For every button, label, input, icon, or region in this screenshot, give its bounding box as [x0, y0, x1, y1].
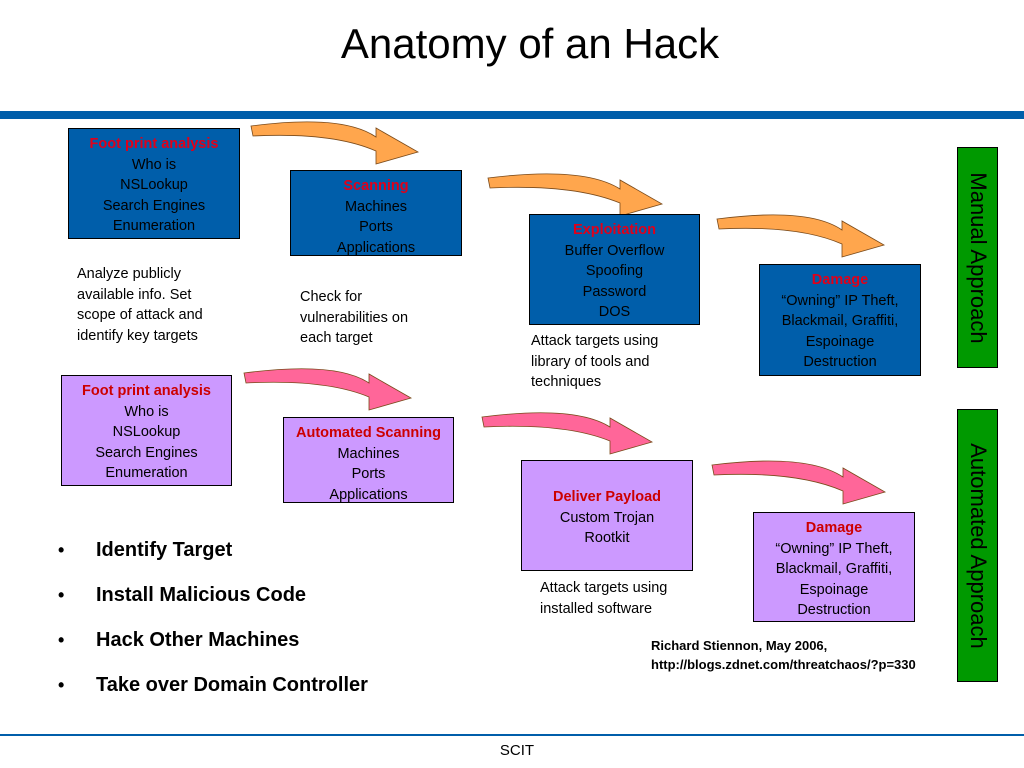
bullet-item: • Identify Target: [58, 528, 368, 573]
auto-scanning-box: Automated Scanning Machines Ports Applic…: [283, 417, 454, 503]
box-line: Applications: [329, 486, 408, 503]
slide-title: Anatomy of an Hack: [340, 20, 720, 67]
box-line: Who is: [131, 156, 177, 173]
box-line: Machines: [344, 198, 408, 215]
footprint-note: Analyze publicly available info. Set sco…: [77, 264, 203, 346]
automated-approach-label: Automated Approach: [957, 409, 998, 682]
box-line: Destruction: [803, 354, 877, 370]
bullet-dot: •: [58, 675, 65, 695]
box-line: Machines: [337, 445, 400, 462]
bullet-dot: •: [58, 630, 65, 650]
bullet-dot: •: [58, 540, 65, 560]
payload-note: Attack targets using installed software: [540, 578, 667, 619]
manual-footprint-box: Foot print analysis Who is NSLookup Sear…: [68, 128, 240, 239]
note-line: techniques: [531, 374, 602, 390]
note-line: Check for: [300, 289, 363, 305]
auto-arrow-2: [481, 412, 654, 455]
bullet-text: Install Malicious Code: [96, 584, 307, 606]
bullet-dot: •: [58, 585, 65, 605]
box-heading: Deliver Payload: [553, 489, 661, 505]
bullet-item: • Take over Domain Controller: [58, 663, 368, 708]
citation-line: Richard Stiennon, May 2006,: [651, 638, 828, 653]
bullet-item: • Hack Other Machines: [58, 618, 368, 663]
note-line: identify key targets: [77, 327, 198, 344]
manual-arrow-3: [716, 214, 886, 258]
auto-arrow-3: [711, 460, 887, 505]
manual-approach-text: Manual Approach: [965, 171, 991, 344]
box-line: “Owning” IP Theft,: [781, 292, 899, 309]
box-line: “Owning” IP Theft,: [775, 540, 893, 557]
box-line: Rootkit: [584, 530, 630, 546]
citation: Richard Stiennon, May 2006, http://blogs…: [651, 636, 916, 674]
box-heading: Foot print analysis: [89, 136, 219, 152]
box-line: Custom Trojan: [559, 509, 655, 526]
automated-approach-text: Automated Approach: [965, 442, 991, 649]
box-line: Enumeration: [105, 465, 188, 481]
box-line: Search Engines: [102, 197, 206, 214]
box-heading: Exploitation: [573, 222, 656, 238]
bullet-text: Hack Other Machines: [96, 629, 300, 651]
bullet-item: • Install Malicious Code: [58, 573, 368, 618]
title-divider-bar: [0, 111, 1024, 119]
note-line: Analyze publicly: [77, 266, 181, 282]
auto-payload-box: Deliver Payload Custom Trojan Rootkit: [521, 460, 693, 571]
note-line: each target: [300, 330, 373, 346]
box-line: Ports: [351, 466, 386, 482]
manual-exploitation-box: Exploitation Buffer Overflow Spoofing Pa…: [529, 214, 700, 325]
box-line: Password: [582, 283, 647, 300]
box-line: Buffer Overflow: [564, 242, 665, 259]
box-line: Destruction: [797, 602, 871, 618]
box-line: DOS: [598, 304, 631, 320]
footer-text: SCIT: [499, 742, 535, 759]
note-line: vulnerabilities on: [300, 309, 409, 326]
auto-footprint-box: Foot print analysis Who is NSLookup Sear…: [61, 375, 232, 486]
manual-approach-label: Manual Approach: [957, 147, 998, 368]
citation-line: http://blogs.zdnet.com/threatchaos/?p=33…: [651, 657, 916, 672]
box-line: NSLookup: [112, 424, 181, 440]
box-heading: Damage: [811, 272, 869, 288]
scanning-note: Check for vulnerabilities on each target: [300, 287, 408, 349]
footer-divider-bar: [0, 734, 1024, 736]
manual-scanning-box: Scanning Machines Ports Applications: [290, 170, 462, 256]
box-line: Espoinage: [805, 333, 875, 350]
auto-damage-box: Damage “Owning” IP Theft, Blackmail, Gra…: [753, 512, 915, 622]
exploitation-note: Attack targets using library of tools an…: [531, 331, 658, 393]
manual-arrow-1: [250, 121, 420, 165]
box-line: Ports: [359, 219, 393, 235]
box-line: Espoinage: [799, 581, 869, 598]
note-line: installed software: [540, 600, 653, 617]
box-line: NSLookup: [120, 177, 188, 193]
box-line: Spoofing: [585, 263, 644, 279]
box-line: Search Engines: [95, 444, 198, 461]
note-line: Attack targets using: [540, 580, 668, 596]
note-line: available info. Set: [77, 286, 192, 303]
box-heading: Scanning: [343, 178, 409, 194]
bullet-text: Identify Target: [96, 539, 233, 561]
manual-damage-box: Damage “Owning” IP Theft, Blackmail, Gra…: [759, 264, 921, 376]
manual-arrow-2: [487, 173, 664, 217]
box-heading: Automated Scanning: [295, 425, 441, 441]
note-line: library of tools and: [531, 353, 650, 370]
bullet-list: • Identify Target • Install Malicious Code…: [58, 528, 368, 708]
box-heading: Damage: [805, 520, 863, 536]
box-line: Applications: [336, 239, 416, 256]
box-line: Who is: [124, 403, 169, 420]
box-line: Blackmail, Graffiti,: [775, 561, 893, 577]
box-line: Enumeration: [112, 218, 196, 234]
note-line: scope of attack and: [77, 307, 203, 323]
auto-arrow-1: [243, 368, 413, 411]
bullet-text: Take over Domain Controller: [96, 674, 368, 696]
note-line: Attack targets using: [531, 333, 659, 349]
box-heading: Foot print analysis: [82, 383, 211, 399]
box-line: Blackmail, Graffiti,: [781, 313, 899, 329]
